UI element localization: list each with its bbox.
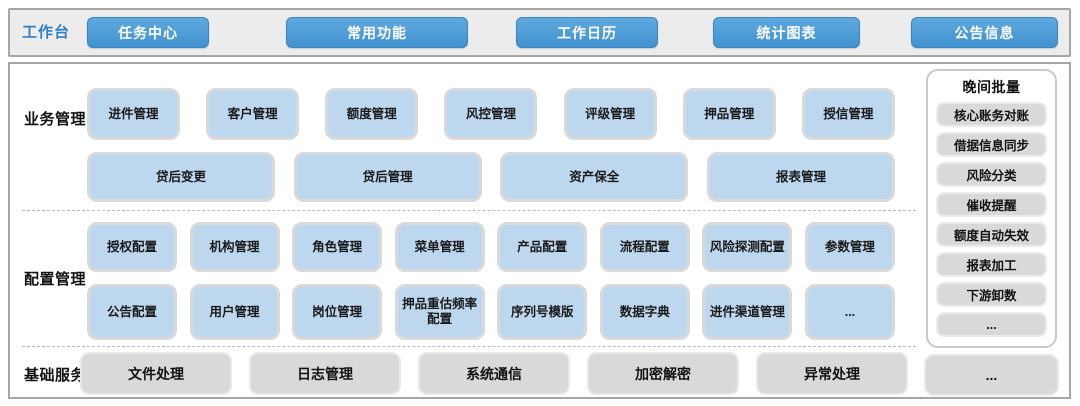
- section-label-config-management: 配置管理: [24, 271, 87, 288]
- tile-file-processing[interactable]: 文件处理: [80, 352, 232, 395]
- tile-exception-handling[interactable]: 异常处理: [756, 352, 908, 395]
- tile-encryption-decryption[interactable]: 加密解密: [587, 352, 739, 395]
- batch-iou-info-sync[interactable]: 借据信息同步: [936, 132, 1047, 157]
- tile-process-config[interactable]: 流程配置: [599, 222, 690, 272]
- base-services-row: 文件处理 日志管理 系统通信 加密解密 异常处理: [80, 352, 908, 395]
- tile-intake-channel-management[interactable]: 进件渠道管理: [702, 284, 793, 340]
- tile-post-loan-management[interactable]: 贷后管理: [293, 152, 482, 202]
- tile-user-management[interactable]: 用户管理: [189, 284, 280, 340]
- section-divider-config-base: [22, 346, 916, 347]
- tile-organization-management[interactable]: 机构管理: [189, 222, 280, 272]
- tile-product-config[interactable]: 产品配置: [497, 222, 588, 272]
- tile-config-more[interactable]: ...: [804, 284, 895, 340]
- batch-core-account-reconciliation[interactable]: 核心账务对账: [936, 102, 1047, 127]
- tile-asset-preservation[interactable]: 资产保全: [500, 152, 689, 202]
- config-row-2: 公告配置 用户管理 岗位管理 押品重估频率配置 序列号模版 数据字典 进件渠道管…: [87, 284, 895, 340]
- tile-menu-management[interactable]: 菜单管理: [394, 222, 485, 272]
- tile-intake-management[interactable]: 进件管理: [87, 88, 180, 140]
- tile-base-services-more[interactable]: ...: [924, 354, 1059, 396]
- tile-report-management[interactable]: 报表管理: [706, 152, 895, 202]
- tile-post-loan-change[interactable]: 贷后变更: [87, 152, 275, 202]
- night-batch-title: 晚间批量: [962, 79, 1021, 95]
- topbar-button-task-center[interactable]: 任务中心: [87, 17, 209, 48]
- workbench-topbar: 工作台 任务中心 常用功能 工作日历 统计图表 公告信息: [8, 8, 1071, 57]
- batch-more[interactable]: ...: [936, 312, 1047, 337]
- config-row-1: 授权配置 机构管理 角色管理 菜单管理 产品配置 流程配置 风险探测配置 参数管…: [87, 222, 895, 272]
- tile-collateral-management[interactable]: 押品管理: [682, 88, 776, 140]
- tile-customer-management[interactable]: 客户管理: [206, 88, 300, 140]
- tile-announcement-config[interactable]: 公告配置: [87, 284, 177, 340]
- tile-position-management[interactable]: 岗位管理: [292, 284, 383, 340]
- tile-serial-number-template[interactable]: 序列号模版: [497, 284, 588, 340]
- tile-risk-control-management[interactable]: 风控管理: [444, 88, 538, 140]
- tile-log-management[interactable]: 日志管理: [249, 352, 401, 395]
- main-panel: 业务管理 配置管理 基础服务 进件管理 客户管理 额度管理 风控管理 评级管理 …: [8, 62, 1071, 399]
- section-label-business-management: 业务管理: [24, 111, 87, 128]
- tile-credit-granting-management[interactable]: 授信管理: [801, 88, 895, 140]
- tile-rating-management[interactable]: 评级管理: [563, 88, 657, 140]
- topbar-button-work-calendar[interactable]: 工作日历: [516, 17, 658, 48]
- batch-report-processing[interactable]: 报表加工: [936, 252, 1047, 277]
- section-divider-business-config: [22, 210, 916, 211]
- batch-quota-auto-expiration[interactable]: 额度自动失效: [936, 222, 1047, 247]
- business-row-2: 贷后变更 贷后管理 资产保全 报表管理: [87, 152, 895, 202]
- topbar-button-common-functions[interactable]: 常用功能: [286, 17, 468, 48]
- business-row-1: 进件管理 客户管理 额度管理 风控管理 评级管理 押品管理 授信管理: [87, 88, 895, 140]
- tile-authorization-config[interactable]: 授权配置: [87, 222, 177, 272]
- batch-collection-reminder[interactable]: 催收提醒: [936, 192, 1047, 217]
- tile-parameter-management[interactable]: 参数管理: [804, 222, 895, 272]
- workbench-label: 工作台: [22, 24, 71, 41]
- tile-collateral-revaluation-frequency-config[interactable]: 押品重估频率配置: [394, 284, 485, 340]
- tile-role-management[interactable]: 角色管理: [292, 222, 383, 272]
- night-batch-panel: 晚间批量 核心账务对账 借据信息同步 风险分类 催收提醒 额度自动失效 报表加工…: [926, 69, 1057, 348]
- tile-system-communication[interactable]: 系统通信: [418, 352, 570, 395]
- section-label-base-services: 基础服务: [24, 367, 87, 384]
- tile-risk-detection-config[interactable]: 风险探测配置: [702, 222, 793, 272]
- tile-quota-management[interactable]: 额度管理: [325, 88, 419, 140]
- batch-risk-classification[interactable]: 风险分类: [936, 162, 1047, 187]
- topbar-button-announcements[interactable]: 公告信息: [911, 17, 1058, 48]
- tile-data-dictionary[interactable]: 数据字典: [599, 284, 690, 340]
- batch-downstream-data-unload[interactable]: 下游卸数: [936, 282, 1047, 307]
- topbar-button-statistic-charts[interactable]: 统计图表: [713, 17, 860, 48]
